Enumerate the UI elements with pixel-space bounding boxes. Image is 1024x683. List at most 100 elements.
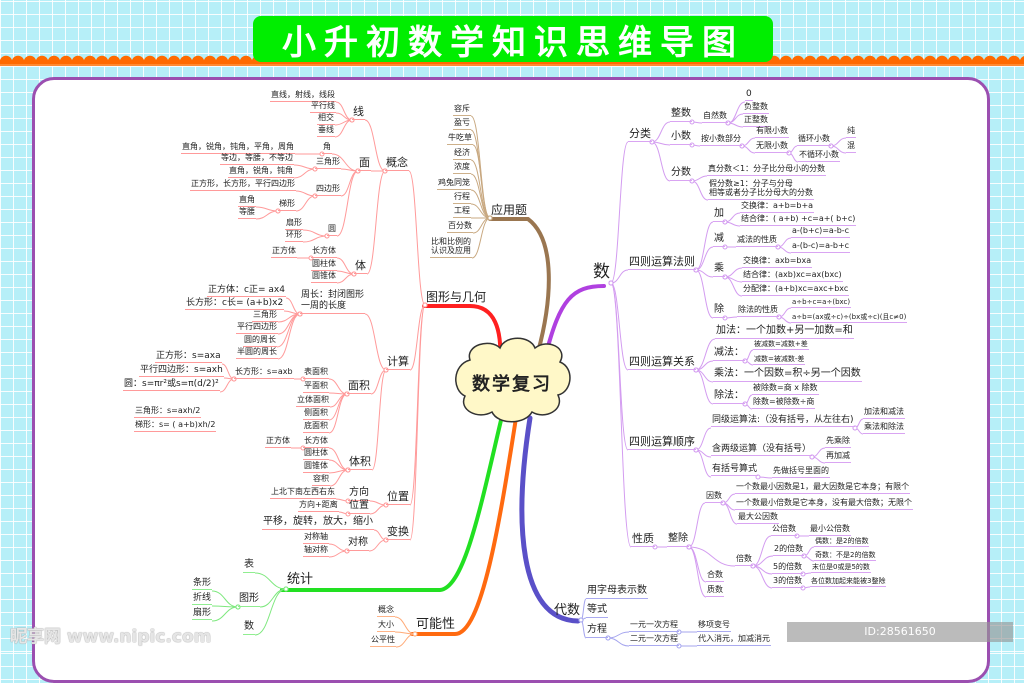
node-geometry-solid-items-0: 长方体 — [311, 246, 337, 258]
node-number-classify-label: 分类 — [628, 127, 652, 142]
node-application-items-2: 牛吃草 — [447, 133, 473, 145]
node-number-order-two: 含两级运算（没有括号） — [711, 444, 813, 457]
node-geometry-perimeter-items-2: 三角形 — [252, 310, 278, 322]
node-application-items-9: 比和比例的 认识及应用 — [430, 237, 472, 258]
trunk-number — [544, 284, 606, 356]
node-geometry-solid: 体 — [354, 259, 367, 274]
node-number-laws-add-items-0: 交换律：a+b=b+a — [740, 201, 815, 213]
node-number-property-prime: 质数 — [706, 585, 724, 597]
node-application-items-7: 工程 — [453, 206, 471, 218]
node-number-property-two: 2的倍数 — [773, 544, 805, 556]
node-number-classify-finite: 有限小数 — [755, 126, 789, 138]
node-number-property-three-item: 各位数加起来能被3整除 — [810, 577, 887, 588]
title-banner: 小升初数学知识思维导图 — [253, 16, 773, 63]
junction-dot — [487, 215, 493, 221]
connector-g4 — [409, 304, 426, 541]
node-geometry-triangle: 三角形 — [315, 157, 341, 169]
node-number-laws-div: 除 — [713, 304, 725, 318]
node-geometry-trapezoid: 梯形 — [278, 199, 296, 211]
junction-dot — [608, 280, 614, 286]
node-geometry-area-items-2: 立体面积 — [296, 395, 330, 407]
node-application-label: 应用题 — [491, 202, 528, 217]
node-geometry-volume-items-3: 容积 — [312, 474, 330, 486]
node-geometry-direction: 方向 — [348, 487, 370, 501]
node-number-property-factor: 因数 — [705, 491, 723, 503]
node-geometry-line-items-3: 垂线 — [317, 125, 335, 137]
connector-s2 — [254, 588, 287, 636]
image-id-label: ID:28561650 NO:20190809113516167000 — [787, 622, 1013, 658]
connector-qp — [688, 546, 707, 598]
node-number-order-same: 同级运算法:（没有括号，从左往右) — [711, 415, 855, 428]
node-number-order-paren-item: 先做括号里面的 — [772, 466, 830, 478]
node-number-classify-natural-items-2: 正整数 — [743, 115, 769, 127]
node-number-classify-integer: 整数 — [670, 108, 692, 122]
node-geometry-label: 图形与几何 — [426, 289, 487, 304]
node-geometry-volume: 体积 — [348, 455, 372, 470]
node-number-property-factor-items-2: 最大公因数 — [737, 512, 779, 524]
node-application-items-0: 容斥 — [453, 104, 471, 116]
node-geometry-perimeter-items-3: 平行四边形 — [236, 322, 278, 334]
connector-sg2 — [211, 606, 239, 622]
node-geometry-volume-items-1: 圆柱体 — [303, 448, 329, 460]
node-geometry-rect-derived-2: 圆：s=πr²或s=π(d/2)² — [123, 379, 220, 392]
node-geometry-solid-cube: 正方体 — [271, 246, 297, 258]
node-number-classify-fraction: 分数 — [670, 167, 692, 181]
node-number-laws-div-items-1: a÷b=(ax或÷c)÷(bx或÷c)(且c≠0) — [791, 313, 908, 324]
node-number-relations-add: 加法：一个加数+另一加数=和 — [715, 325, 854, 339]
node-geometry-symmetry: 对称 — [347, 537, 369, 551]
node-number-label: 数 — [593, 261, 610, 282]
node-geometry-volume-items-0: 长方体 — [303, 436, 329, 448]
node-geometry-transform-item: 平移，旋转，放大，缩小 — [262, 516, 374, 530]
node-geometry-triangle-items-1: 直角，锐角，钝角 — [228, 166, 294, 178]
node-number-property-five-item: 末位是0或是5的数 — [811, 563, 871, 574]
node-number-classify-proper: 真分数＜1：分子比分母小的分数 — [707, 164, 827, 176]
node-number-order-paren: 有括号算式 — [711, 464, 759, 477]
connector-la — [695, 221, 714, 271]
node-geometry-other-area-1: 梯形：s= ( a+b)xh/2 — [134, 420, 217, 432]
node-application-items-1: 盈亏 — [453, 118, 471, 130]
node-number-relations-mul: 乘法：一个因数=积÷另一个因数 — [713, 368, 862, 382]
junction-dot — [422, 302, 428, 308]
trunk-statistics — [280, 414, 504, 592]
node-application-items-6: 行程 — [453, 192, 471, 204]
node-number-relations-sub: 减法： — [713, 347, 745, 361]
connector-gc1 — [302, 235, 328, 243]
node-statistics-graph-items-0: 条形 — [192, 578, 213, 591]
node-number-relations-div: 除法： — [713, 390, 745, 404]
node-geometry-perimeter-items-5: 半圆的周长 — [236, 347, 278, 359]
node-geometry-transform: 变换 — [386, 525, 410, 540]
trunk-application — [488, 217, 551, 354]
node-probability-items-1: 大小 — [377, 620, 395, 632]
node-number-order-same-items-1: 乘法和除法 — [863, 422, 905, 434]
node-geometry-line-items-0: 直线，射线，线段 — [270, 90, 336, 102]
node-number-classify-improper: 假分数≥1：分子与分母 相等或者分子比分母大的分数 — [708, 179, 814, 200]
node-number-classify-natural-items-0: 0 — [745, 89, 753, 102]
node-algebra-letters: 用字母表示数 — [586, 585, 648, 599]
node-statistics-label: 统计 — [287, 571, 314, 587]
node-number-property-two-items-1: 奇数：不是2的倍数 — [814, 551, 877, 562]
node-number-classify-by-part: 按小数部分 — [700, 134, 742, 146]
node-number-classify-natural-items-1: 负整数 — [743, 102, 769, 114]
trunk-probability — [410, 416, 518, 636]
node-algebra-linear1-item: 移项变号 — [697, 620, 731, 632]
node-number-classify-decimal: 小数 — [670, 131, 692, 145]
connector-q — [610, 282, 632, 548]
connector-g11 — [364, 119, 386, 172]
node-number-property-factor-items-0: 一个数最小因数是1，最大因数是它本身；有限个 — [735, 482, 911, 494]
node-number-classify-recurring-items-0: 纯 — [846, 126, 856, 138]
node-geometry-volume-cube: 正方体 — [265, 436, 291, 448]
node-number-property-divisible: 整除 — [667, 533, 689, 547]
node-geometry-direction-item: 上北下南左西右东 — [270, 487, 336, 499]
node-geometry-rect-area: 长方形：s=axb — [234, 367, 294, 379]
node-geometry-angle: 角 — [322, 142, 332, 154]
node-geometry-solid-items-1: 圆柱体 — [311, 259, 337, 271]
node-geometry-quad-items: 正方形，长方形，平行四边形 — [190, 179, 296, 191]
node-number-property-multiple: 倍数 — [735, 554, 753, 566]
node-number-laws-add-items-1: 结合律：( a+b) +c=a+( b+c) — [740, 214, 857, 226]
node-algebra-eq: 方程 — [586, 624, 608, 638]
node-geometry-area: 面积 — [347, 379, 371, 394]
node-number-laws-mul-items-0: 交换律：axb=bxa — [742, 256, 813, 268]
node-number-laws-sub-items-0: a-(b+c)=a-b-c — [791, 226, 851, 238]
junction-dot — [578, 617, 584, 623]
node-geometry-line-items-1: 平行线 — [310, 101, 336, 113]
